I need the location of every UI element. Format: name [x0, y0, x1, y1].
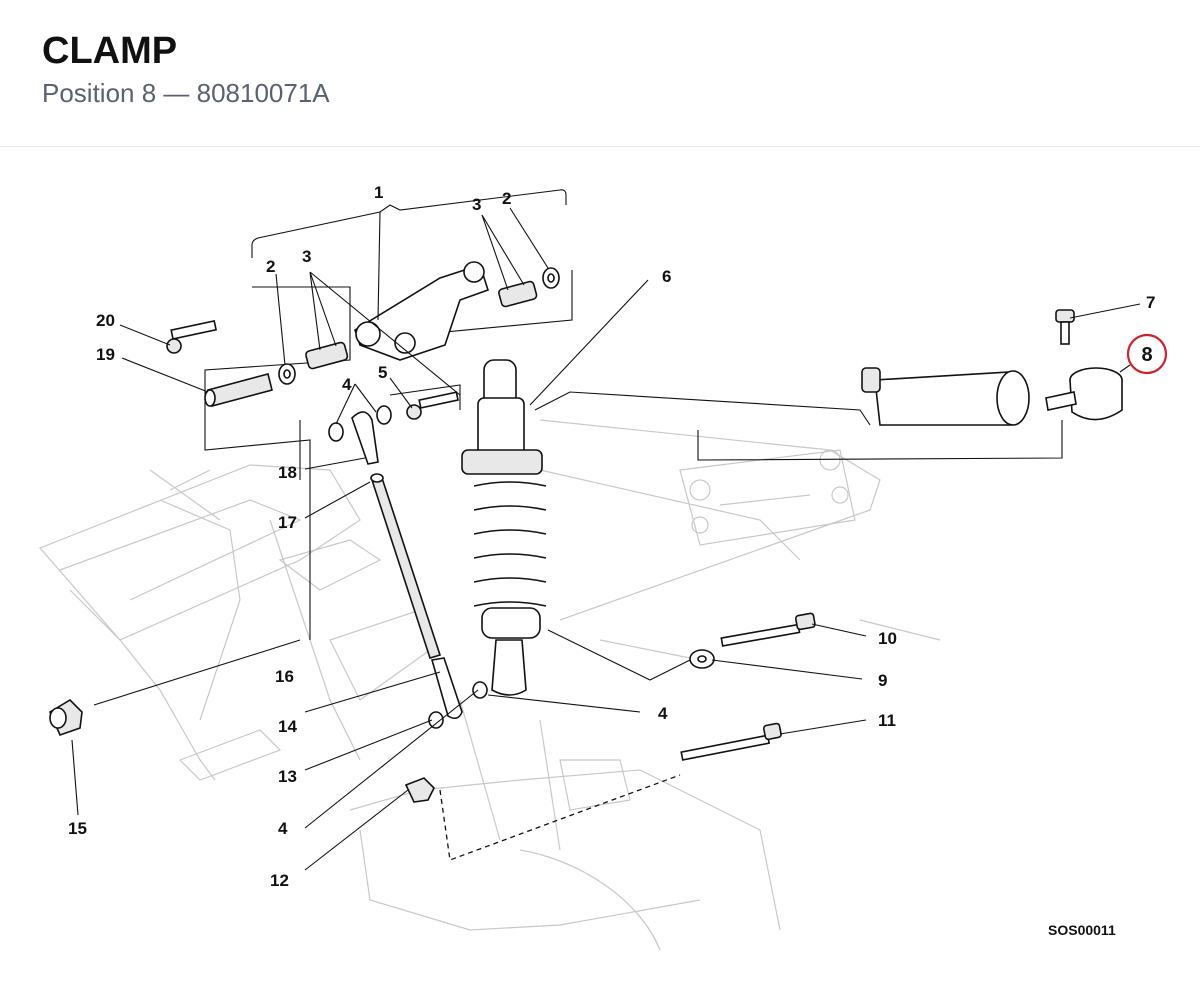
bearing-3-right[interactable]	[498, 280, 538, 308]
highlighted-callout-8[interactable]: 8	[1126, 333, 1168, 375]
rocker-linkage-1[interactable]	[354, 261, 489, 361]
page-title: CLAMP	[42, 30, 178, 72]
callout-9: 9	[878, 671, 887, 690]
callout-4-top: 4	[342, 375, 352, 394]
callout-6: 6	[662, 267, 671, 286]
bearing-3-left[interactable]	[305, 341, 349, 370]
tie-rod-17[interactable]	[370, 473, 442, 659]
callout-13: 13	[278, 767, 297, 786]
axle-centerline	[439, 774, 681, 861]
callout-16: 16	[275, 667, 294, 686]
assembly-bracket-1	[204, 189, 1063, 681]
rod-end-bottom[interactable]	[428, 657, 488, 729]
callout-3-left: 3	[302, 247, 311, 266]
washer-2-right[interactable]	[542, 267, 560, 289]
bolt-20[interactable]	[166, 319, 218, 354]
bolt-7[interactable]	[1055, 309, 1075, 345]
callout-2-left: 2	[266, 257, 275, 276]
callout-2-right: 2	[502, 189, 511, 208]
callout-1: 1	[374, 183, 383, 202]
callout-3-right: 3	[472, 195, 481, 214]
bushing-12[interactable]	[404, 777, 435, 803]
callout-12: 12	[270, 871, 289, 890]
page-subtitle: Position 8 — 80810071A	[42, 78, 330, 108]
callout-4-right: 4	[658, 704, 668, 723]
callout-10: 10	[878, 629, 897, 648]
rod-end-top[interactable]	[328, 405, 392, 465]
callout-5: 5	[378, 363, 387, 382]
motorcycle-frame-outline	[38, 419, 941, 951]
bushing-15[interactable]	[48, 698, 83, 737]
callout-14: 14	[278, 717, 297, 736]
bolt-10[interactable]	[720, 612, 816, 647]
shock-reservoir[interactable]	[861, 367, 1030, 426]
callout-18: 18	[278, 463, 297, 482]
callout-11: 11	[878, 711, 896, 730]
washer-2-left[interactable]	[278, 363, 296, 385]
callout-19: 19	[96, 345, 115, 364]
callout-8: 8	[1141, 344, 1152, 366]
callout-labels: 1 3 2 2 3 6 7 20 19 4 5 18 17 10 16 9 4 …	[68, 183, 1155, 938]
bolt-11[interactable]	[680, 722, 782, 761]
callout-20: 20	[96, 311, 115, 330]
bolt-5[interactable]	[406, 391, 459, 420]
callout-4-bottom: 4	[278, 819, 288, 838]
page-header: CLAMP Position 8 — 80810071A	[0, 0, 1200, 147]
callout-7: 7	[1146, 293, 1155, 312]
spacer-19[interactable]	[204, 373, 273, 407]
drawing-code: SOS00011	[1048, 922, 1116, 938]
washer-9[interactable]	[689, 649, 715, 669]
clamp-8[interactable]	[1045, 367, 1123, 421]
callout-17: 17	[278, 513, 297, 532]
callout-15: 15	[68, 819, 87, 838]
shock-absorber-6[interactable]	[461, 359, 871, 696]
leader-lines	[71, 207, 1141, 871]
